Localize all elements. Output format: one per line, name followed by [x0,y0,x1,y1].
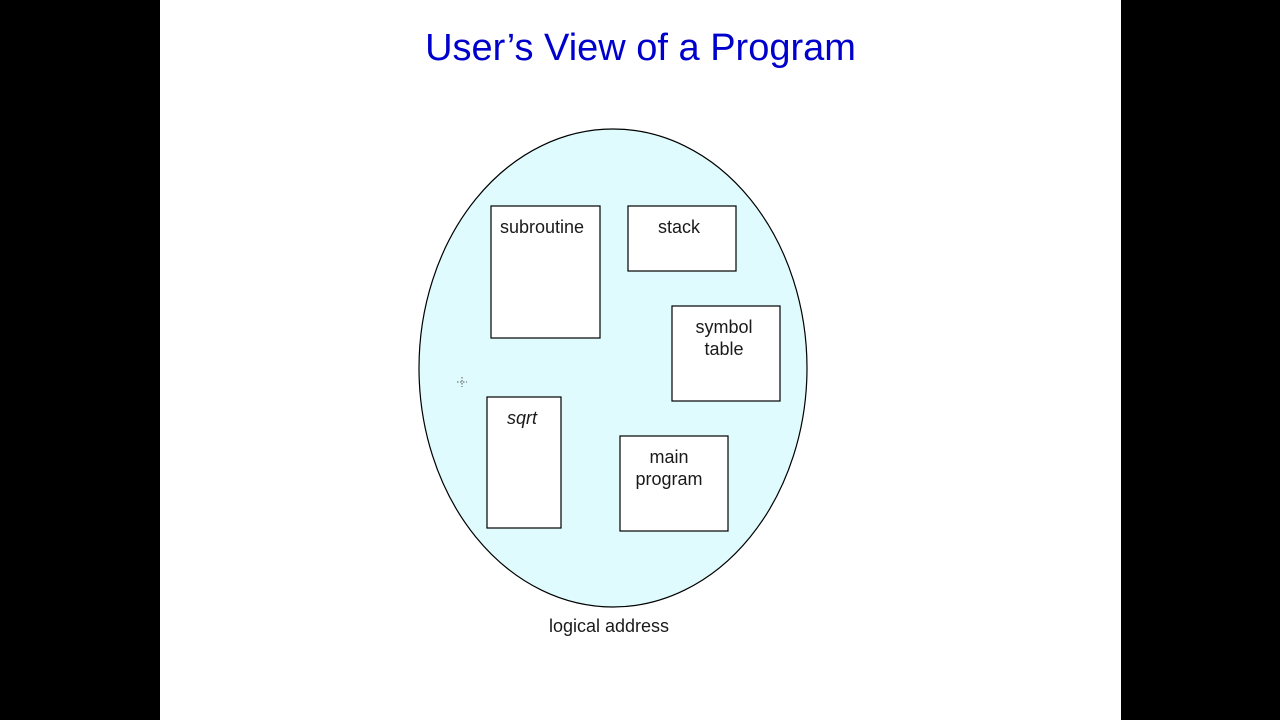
logical-address-diagram: subroutine stack symbol table sqrt main … [418,128,808,636]
segment-label-subroutine: subroutine [500,217,584,237]
segment-box-sqrt [486,396,562,529]
segment-label-stack: stack [658,217,701,237]
segment-box-main-program [619,435,729,532]
segment-box-symbol-table [671,305,781,402]
segment-label-main: main [649,447,688,467]
segment-label-table: table [704,339,743,359]
segment-label-sqrt: sqrt [507,408,538,428]
segment-box-subroutine [490,205,601,339]
segment-box-stack [627,205,737,272]
slide-title: User’s View of a Program [425,27,856,69]
slide: User’s View of a Program subroutine stac… [160,0,1121,720]
segment-label-program: program [635,469,702,489]
crosshair-cursor-icon [457,377,467,387]
logical-address-caption: logical address [549,616,669,636]
segment-label-symbol: symbol [695,317,752,337]
